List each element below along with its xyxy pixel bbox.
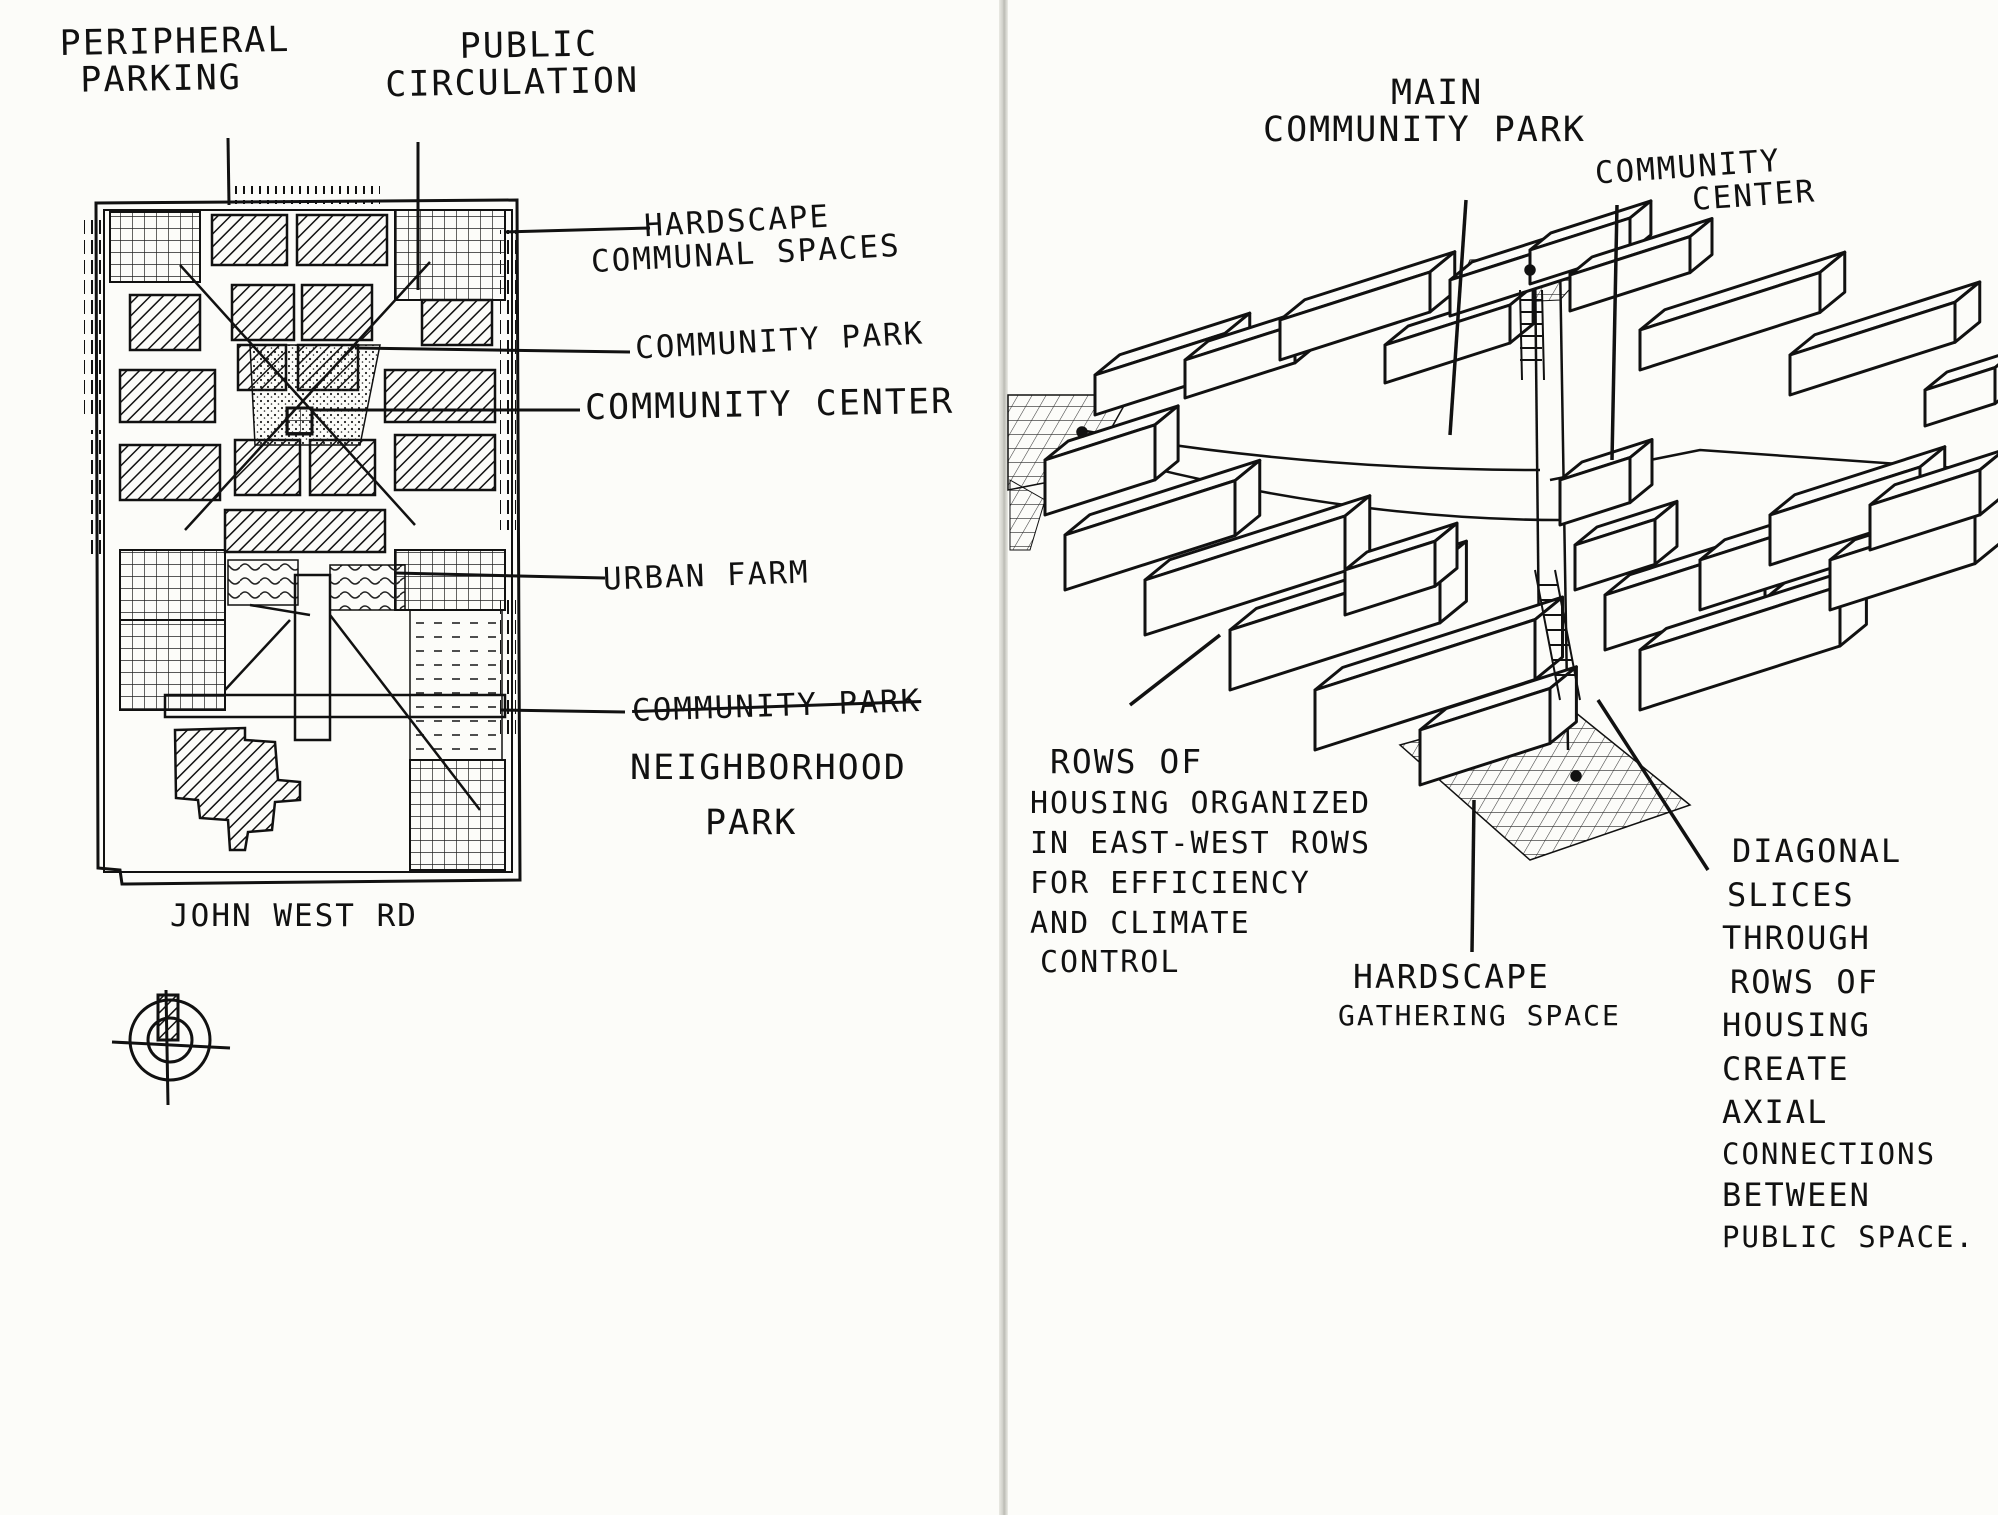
- label-line: GATHERING SPACE: [1338, 1001, 1621, 1030]
- label-line: ROWS OF: [1050, 740, 1371, 784]
- housing-rows: [1045, 201, 1998, 785]
- label-line: CONTROL: [1040, 943, 1371, 983]
- label-line: CREATE: [1722, 1048, 1975, 1092]
- label-rows-of-housing: ROWS OF HOUSING ORGANIZED IN EAST-WEST R…: [1030, 740, 1371, 983]
- label-line: ROWS OF: [1730, 961, 1975, 1005]
- label-line: MAIN: [1391, 75, 1586, 112]
- label-line: DIAGONAL: [1732, 830, 1975, 874]
- label-line: THROUGH: [1722, 917, 1975, 961]
- label-community-center-right: COMMUNITY CENTER: [1594, 142, 1817, 222]
- label-line: AND CLIMATE: [1030, 904, 1371, 944]
- label-main-community-park: MAIN COMMUNITY PARK: [1263, 75, 1586, 149]
- label-diagonal-slices: DIAGONAL SLICES THROUGH ROWS OF HOUSING …: [1722, 830, 1975, 1257]
- label-line: CONNECTIONS: [1722, 1135, 1975, 1174]
- label-line: HOUSING: [1722, 1004, 1975, 1048]
- label-line: HOUSING ORGANIZED: [1030, 784, 1371, 824]
- label-line: COMMUNITY PARK: [1263, 112, 1586, 149]
- label-line: HARDSCAPE: [1353, 960, 1621, 995]
- label-line: FOR EFFICIENCY: [1030, 864, 1371, 904]
- label-line: CENTER: [1691, 175, 1817, 216]
- label-line: AXIAL: [1722, 1091, 1975, 1135]
- label-hardscape-gathering-space: HARDSCAPE GATHERING SPACE: [1338, 960, 1621, 1030]
- housing-bar-side: [1560, 458, 1630, 525]
- label-line: SLICES: [1727, 874, 1975, 918]
- label-line: PUBLIC SPACE.: [1722, 1218, 1975, 1257]
- label-line: IN EAST-WEST ROWS: [1030, 824, 1371, 864]
- label-line: BETWEEN: [1722, 1174, 1975, 1218]
